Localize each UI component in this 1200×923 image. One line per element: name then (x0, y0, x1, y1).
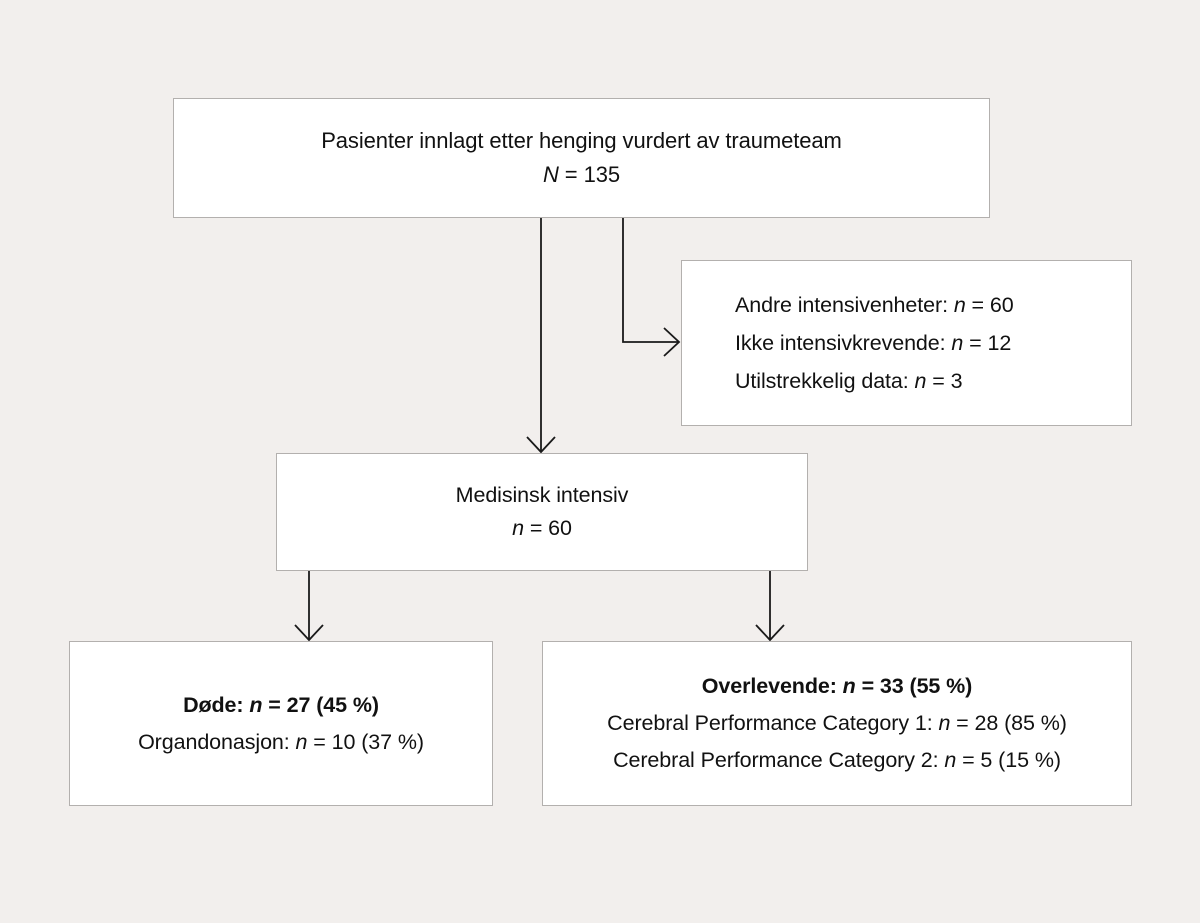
excluded-line-insufficient-data: Utilstrekkelig data: n = 3 (735, 369, 963, 394)
cpc1-line: Cerebral Performance Category 1: n = 28 … (607, 711, 1067, 736)
excluded-line-no-icu-need: Ikke intensivkrevende: n = 12 (735, 330, 1012, 355)
cpc2-line: Cerebral Performance Category 2: n = 5 (… (613, 747, 1061, 772)
italic-n-symbol: n (295, 729, 308, 754)
survivors-headline: Overlevende: n = 33 (55 %) (701, 674, 973, 699)
italic-n-symbol: n (512, 516, 524, 540)
italic-n-symbol: n (944, 747, 957, 772)
medical-icu-label: Medisinsk intensiv (455, 482, 629, 507)
connector-icu-to-survivors (755, 571, 785, 642)
connector-icu-to-dead (294, 571, 324, 642)
cohort-total-count: N = 135 (543, 162, 620, 187)
italic-n-symbol: n (953, 292, 966, 317)
node-excluded-patients: Andre intensivenheter: n = 60 Ikke inten… (681, 260, 1132, 426)
italic-n-symbol: N (543, 162, 559, 187)
node-survivors-outcome: Overlevende: n = 33 (55 %) Cerebral Perf… (542, 641, 1132, 806)
excluded-line-other-icu: Andre intensivenheter: n = 60 (735, 292, 1014, 317)
connector-top-to-icu (526, 218, 556, 454)
deceased-headline: Døde: n = 27 (45 %) (183, 692, 379, 717)
italic-n-symbol: n (249, 692, 263, 717)
italic-n-symbol: n (914, 369, 927, 394)
node-deceased-outcome: Døde: n = 27 (45 %) Organdonasjon: n = 1… (69, 641, 493, 806)
node-cohort-total: Pasienter innlagt etter henging vurdert … (173, 98, 990, 218)
italic-n-symbol: n (842, 674, 856, 699)
organ-donation-line: Organdonasjon: n = 10 (37 %) (138, 729, 424, 754)
italic-n-symbol: n (951, 330, 964, 355)
italic-n-symbol: n (938, 711, 951, 736)
connector-top-to-excluded (622, 218, 681, 357)
node-medical-icu: Medisinsk intensiv n = 60 (276, 453, 808, 571)
medical-icu-count: n = 60 (512, 516, 572, 540)
cohort-total-label: Pasienter innlagt etter henging vurdert … (321, 127, 842, 153)
